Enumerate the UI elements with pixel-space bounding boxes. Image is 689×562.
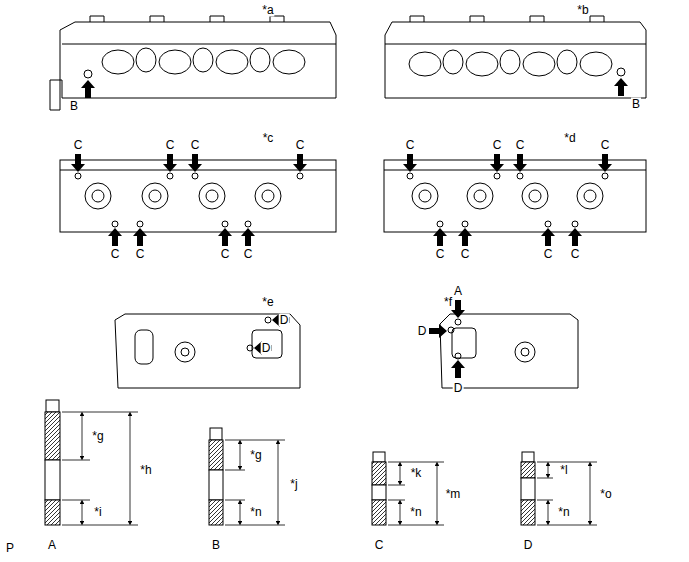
part-letter: C: [405, 139, 416, 152]
part-letter: C: [435, 248, 446, 261]
callout-mark: *i: [93, 506, 102, 519]
part-letter: C: [570, 248, 581, 261]
part-letter: A: [47, 539, 57, 552]
part-letter: D: [417, 325, 428, 338]
callout-mark: *h: [139, 464, 152, 477]
callout-mark: *n: [409, 506, 422, 519]
callout-mark: *g: [91, 430, 104, 443]
callout-mark: *o: [599, 488, 612, 501]
part-letter: B: [211, 539, 221, 552]
part-letter: C: [73, 139, 84, 152]
part-letter: C: [165, 139, 176, 152]
part-letter: C: [190, 139, 201, 152]
part-letter: D: [453, 382, 464, 395]
callout-mark: *m: [445, 488, 462, 501]
part-letter: C: [243, 248, 254, 261]
part-letter: C: [295, 139, 306, 152]
part-letter: D: [523, 539, 534, 552]
callout-mark: *b: [576, 4, 589, 17]
callout-mark: *j: [289, 478, 298, 491]
part-letter: C: [374, 539, 385, 552]
part-letter: B: [631, 98, 641, 111]
part-letter: C: [600, 139, 611, 152]
head-side-views: [50, 16, 646, 388]
part-letter: C: [460, 248, 471, 261]
pointer-arrows: [71, 78, 628, 378]
part-letter: C: [515, 139, 526, 152]
callout-mark: *k: [410, 467, 423, 480]
dimension-lines: [62, 412, 597, 525]
figure-code: P: [5, 542, 15, 555]
callout-mark: *n: [249, 506, 262, 519]
callout-mark: *e: [261, 296, 274, 309]
callout-mark: *c: [262, 132, 275, 145]
callout-mark: *d: [563, 132, 576, 145]
part-letter: C: [543, 248, 554, 261]
part-letter: A: [453, 285, 463, 298]
part-letter: C: [110, 248, 121, 261]
part-letter: C: [492, 139, 503, 152]
part-letter: C: [220, 248, 231, 261]
part-letter: D: [279, 314, 290, 327]
part-letter: C: [135, 248, 146, 261]
stud-bolts: [45, 400, 535, 525]
part-letter: D: [261, 342, 272, 355]
callout-mark: *l: [559, 464, 568, 477]
callout-mark: *f: [443, 296, 453, 309]
callout-mark: *g: [249, 449, 262, 462]
part-letter: B: [69, 100, 79, 113]
callout-mark: *n: [557, 506, 570, 519]
callout-mark: *a: [261, 4, 274, 17]
